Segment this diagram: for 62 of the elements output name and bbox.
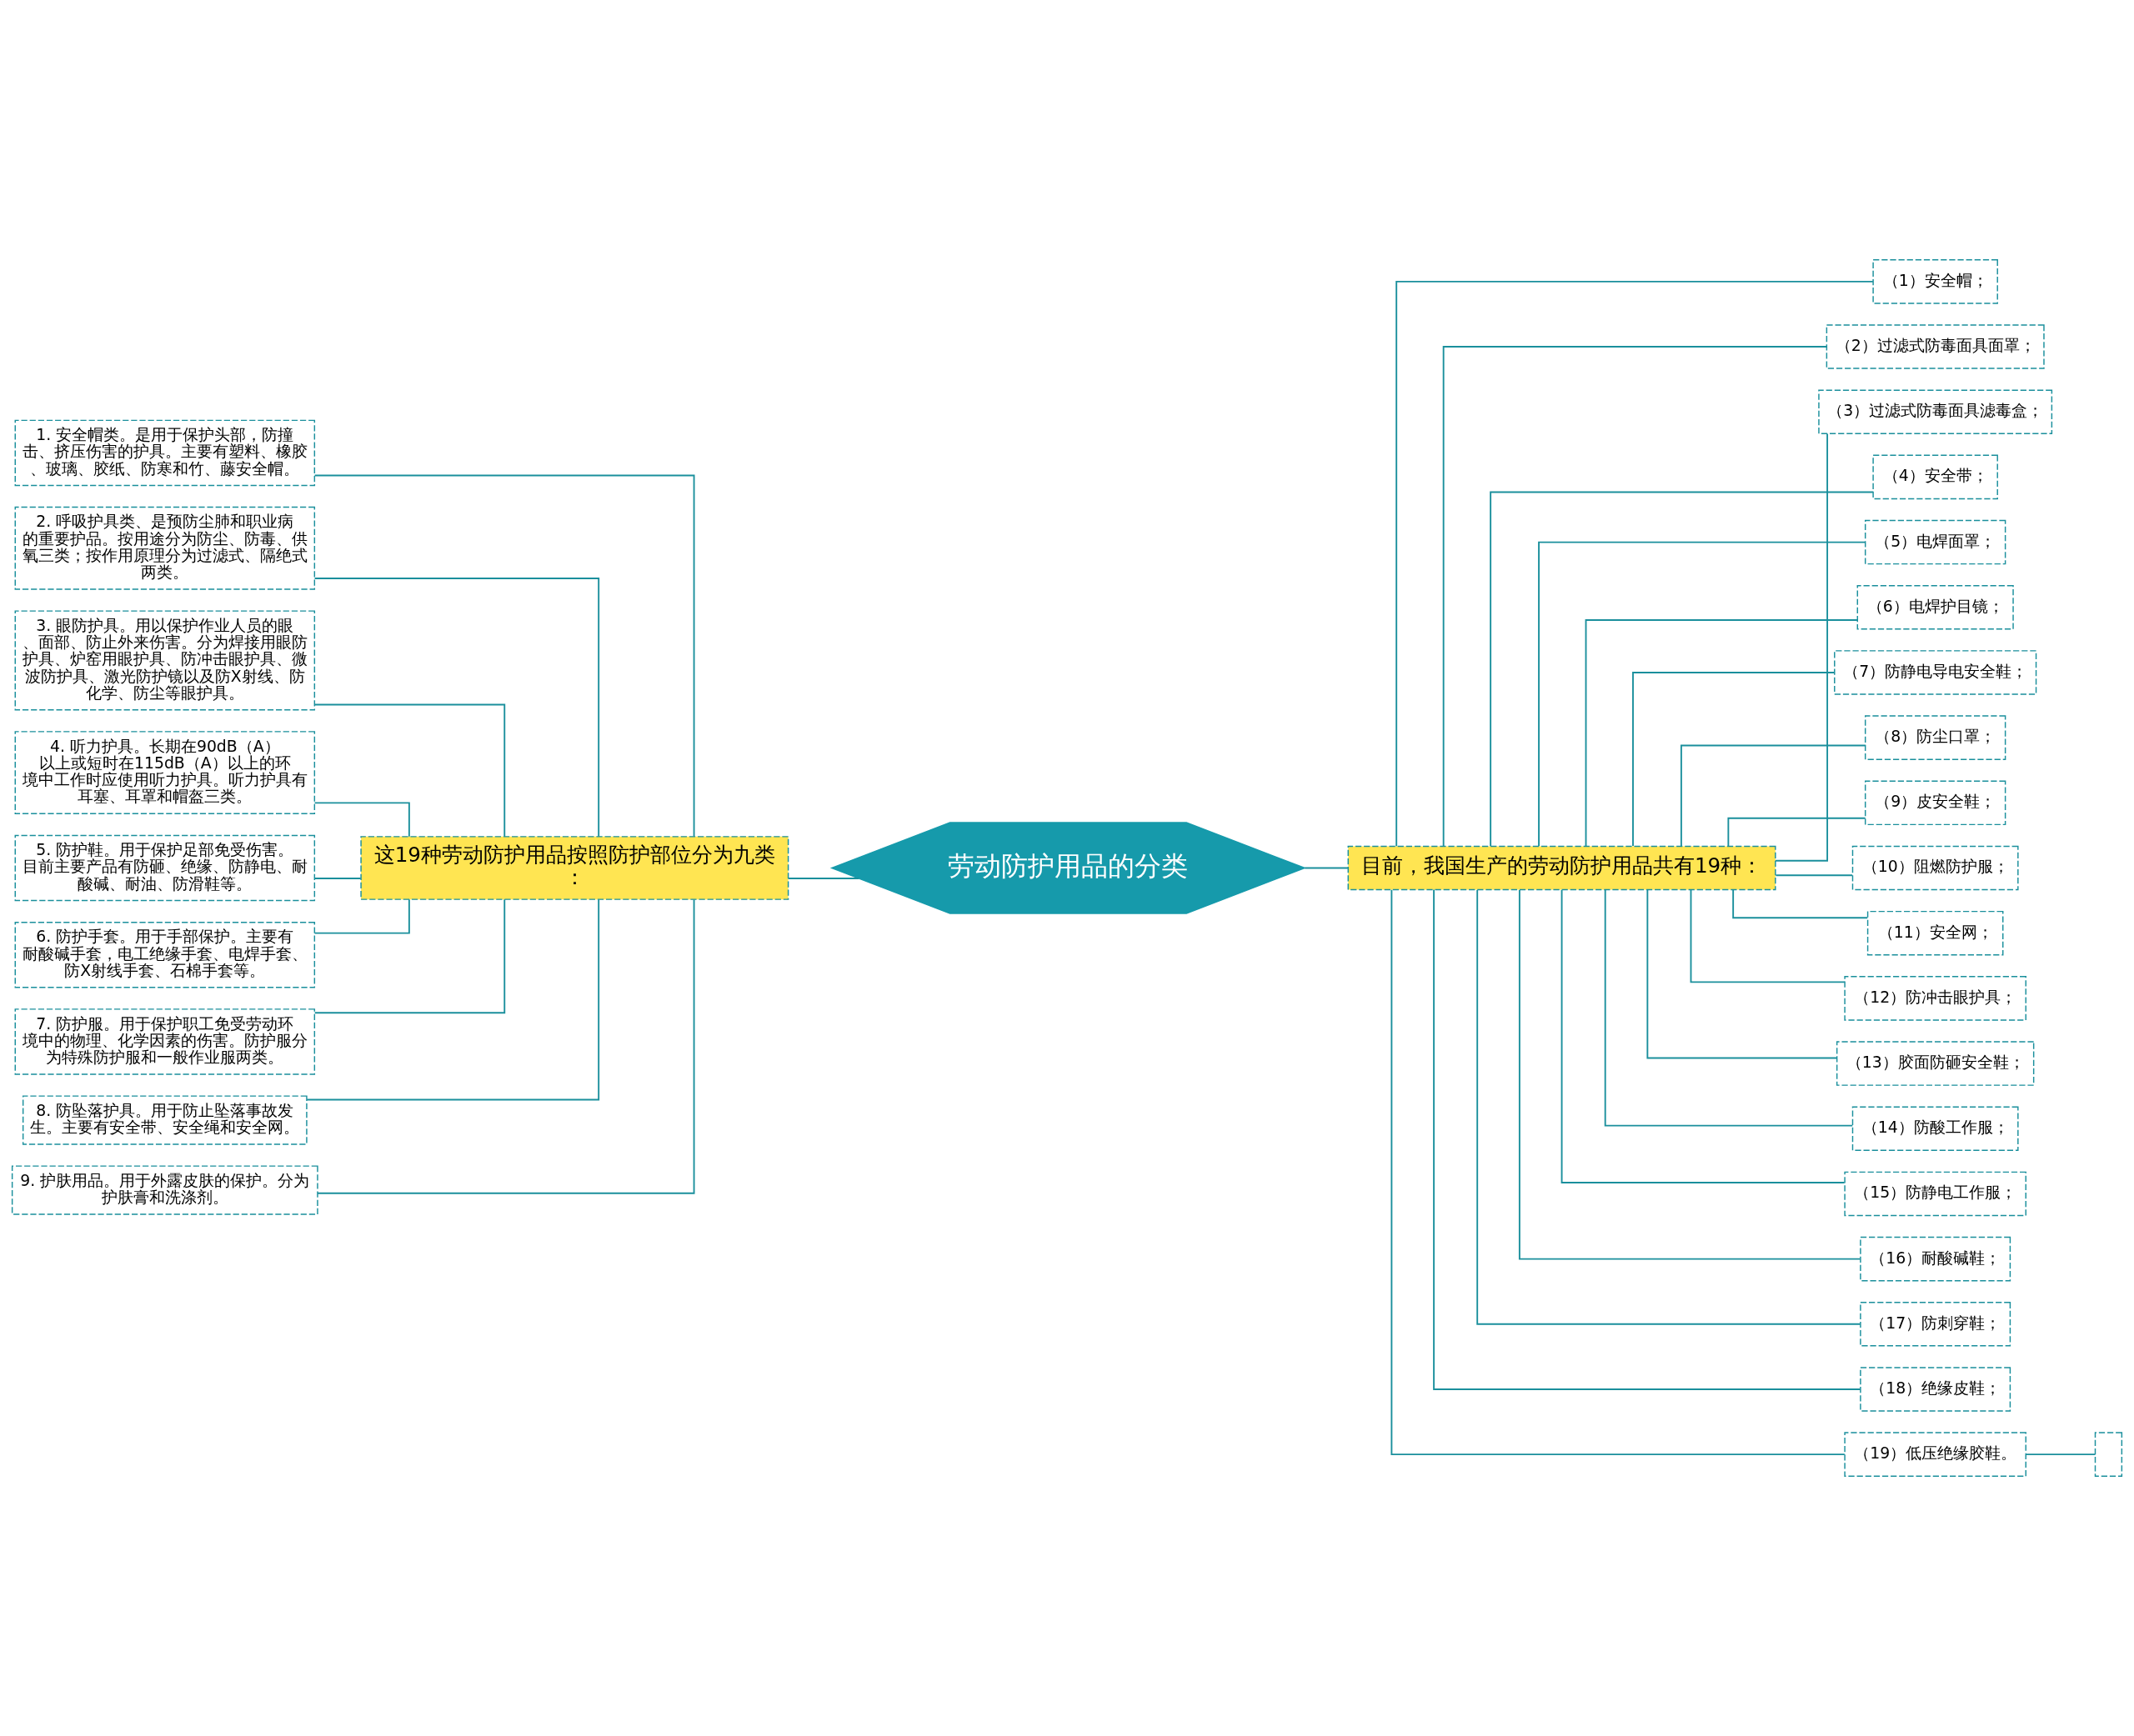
connector xyxy=(317,898,695,1194)
node-box: 6. 防护手套。用于手部保护。主要有耐酸碱手套，电工绝缘手套、电焊手套、防X射线手套、石棉手套等。 xyxy=(14,921,316,988)
connector xyxy=(1442,346,1827,848)
node-box xyxy=(2094,1432,2123,1477)
connector xyxy=(1632,672,1836,847)
node-box: 3. 眼防护具。用以保护作业人员的眼、面部、防止外来伤害。分为焊接用眼防护具、炉窑用眼护具、防冲击眼护具、微波防护具、激光防护镜以及防X射线、防化学、防尘等眼护具。 xyxy=(14,610,316,711)
node-box: 4. 听力护具。长期在90dB（A）以上或短时在115dB（A）以上的环境中工作时应使用听力护具。听力护具有耳塞、耳罩和帽盔三类。 xyxy=(14,731,316,815)
connector xyxy=(1680,744,1866,848)
connector xyxy=(313,802,410,838)
node-box: （2）过滤式防毒面具面罩； xyxy=(1826,324,2045,369)
node-box: （10）阻燃防护服； xyxy=(1851,845,2019,891)
node-box: 7. 防护服。用于保护职工免受劳动环境中的物理、化学因素的伤害。防护服分为特殊防护服和一般作业服两类。 xyxy=(14,1008,316,1075)
connector xyxy=(2025,1453,2096,1456)
connector xyxy=(1390,888,1846,1456)
connector xyxy=(1560,889,1846,1183)
node-box: （3）过滤式防毒面具滤毒盒； xyxy=(1818,389,2053,434)
connector xyxy=(1395,280,1874,848)
connector xyxy=(1518,889,1861,1260)
node-box: 8. 防坠落护具。用于防止坠落事故发生。主要有安全带、安全绳和安全网。 xyxy=(22,1095,308,1145)
node-box: 2. 呼吸护具类、是预防尘肺和职业病的重要护品。按用途分为防尘、防毒、供氧三类；按作用原理分为过滤式、隔绝式两类。 xyxy=(14,506,316,590)
connector xyxy=(313,878,362,879)
node-box: （1）安全帽； xyxy=(1872,259,1998,304)
node-box: （14）防酸工作服； xyxy=(1851,1106,2019,1151)
connector xyxy=(313,578,600,838)
node-box: （19）低压绝缘胶鞋。 xyxy=(1844,1432,2026,1477)
connector xyxy=(1585,619,1859,848)
connector xyxy=(1690,888,1846,983)
connector xyxy=(313,703,506,838)
node-box: （8）防尘口罩； xyxy=(1864,715,2006,760)
node-box: 9. 护肤用品。用于外露皮肤的保护。分为护肤膏和洗涤剂。 xyxy=(11,1165,318,1215)
node-box: 这19种劳动防护用品按照防护部位分为九类： xyxy=(360,836,789,900)
connector xyxy=(313,898,506,1014)
node-box: （4）安全带； xyxy=(1872,454,1998,500)
connector xyxy=(1476,888,1861,1325)
node-box: （16）耐酸碱鞋； xyxy=(1860,1236,2011,1282)
connector xyxy=(1604,888,1854,1127)
node-box: （12）防冲击眼护具； xyxy=(1844,976,2026,1021)
node-box: 目前，我国生产的劳动防护用品共有19种： xyxy=(1347,845,1776,891)
node-box: （13）胶面防砸安全鞋； xyxy=(1836,1041,2035,1086)
connector xyxy=(1775,874,1854,877)
connector xyxy=(788,878,860,879)
node-box: （18）绝缘皮鞋； xyxy=(1860,1367,2011,1412)
connector xyxy=(313,898,410,934)
connector xyxy=(1538,541,1866,848)
connector xyxy=(306,898,600,1101)
connector xyxy=(313,474,695,838)
connector xyxy=(1646,888,1838,1059)
connector xyxy=(1727,817,1866,848)
node-box: （9）皮安全鞋； xyxy=(1864,780,2006,826)
connector xyxy=(1732,888,1869,919)
connector xyxy=(1304,867,1349,869)
node-box: （7）防静电导电安全鞋； xyxy=(1834,650,2037,695)
node-box: （5）电焊面罩； xyxy=(1864,519,2006,565)
node-box: （17）防刺穿鞋； xyxy=(1860,1302,2011,1347)
node-box: 1. 安全帽类。是用于保护头部，防撞击、挤压伤害的护具。主要有塑料、橡胶、玻璃、胶纸、防寒和竹、藤安全帽。 xyxy=(14,419,316,487)
node-box: （15）防静电工作服； xyxy=(1844,1171,2026,1217)
connector xyxy=(1433,888,1861,1390)
node-box: （6）电焊护目镜； xyxy=(1856,585,2014,630)
node-box: 5. 防护鞋。用于保护足部免受伤害。目前主要产品有防砸、绝缘、防静电、耐酸碱、耐油、防滑鞋等。 xyxy=(14,834,316,902)
connector xyxy=(1490,491,1874,848)
node-box: （11）安全网； xyxy=(1866,910,2004,956)
connector xyxy=(1774,433,1828,862)
